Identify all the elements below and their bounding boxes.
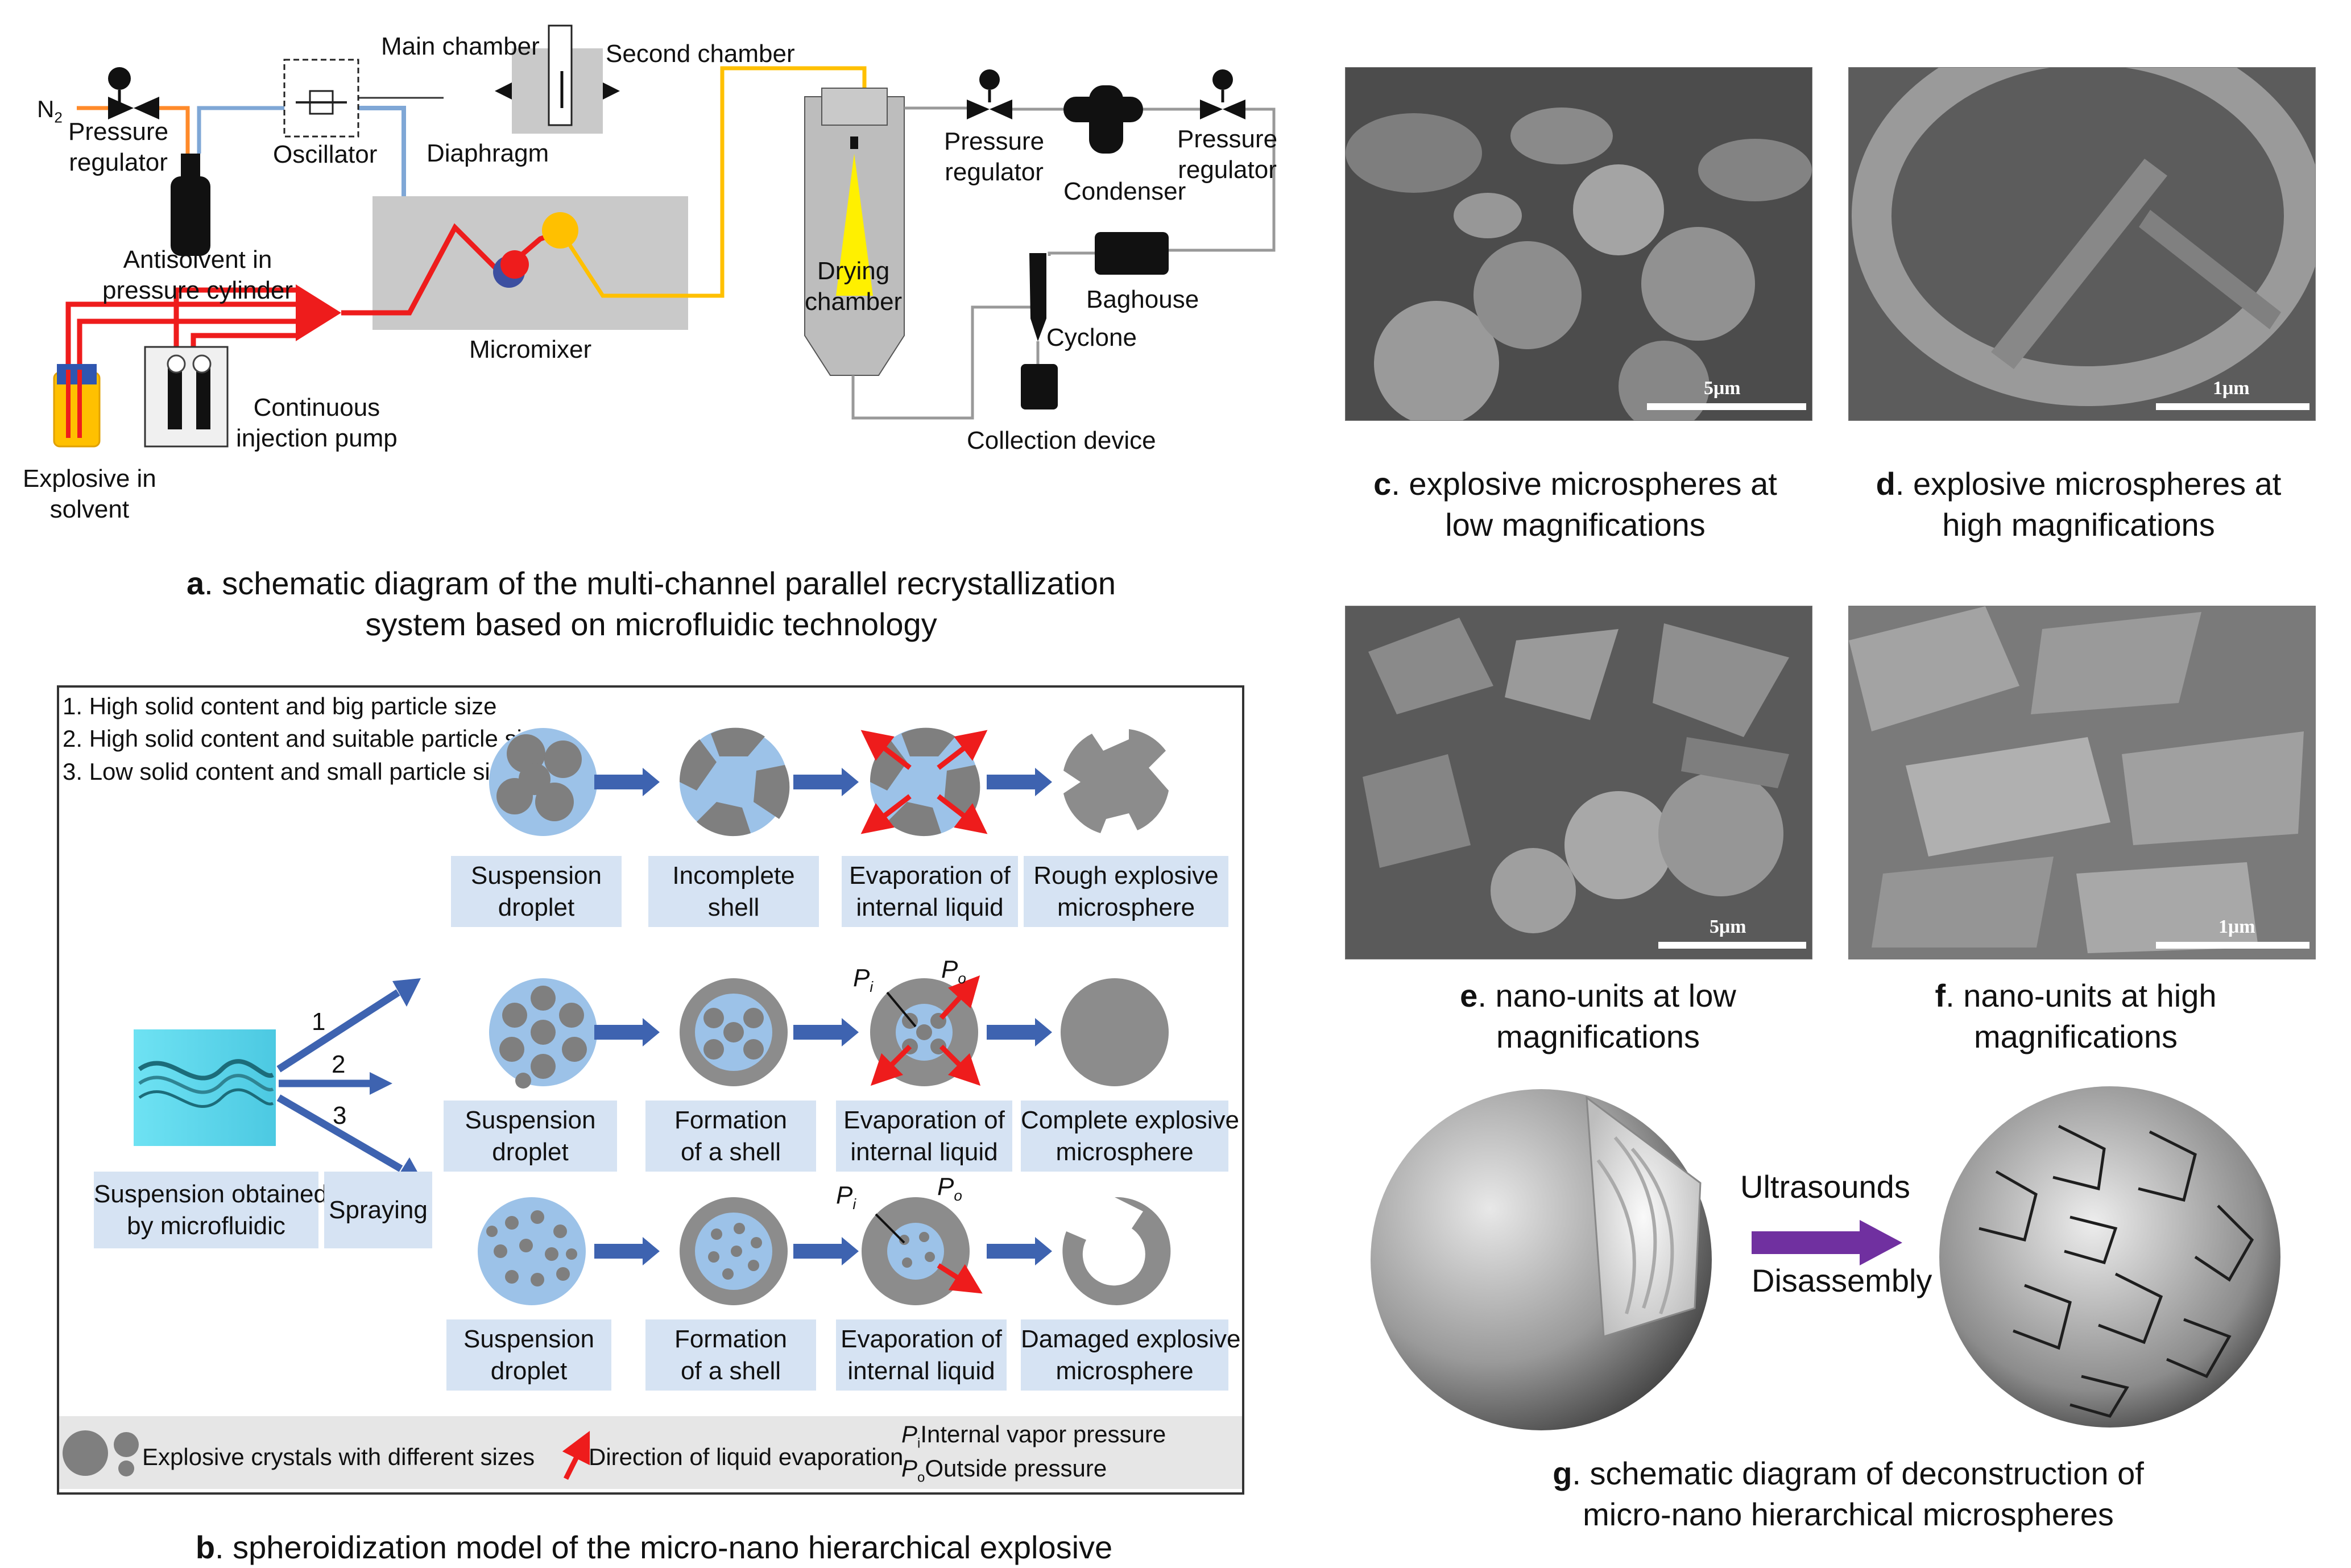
- panel-e-caption: e. nano-units at low magnifications: [1460, 978, 1736, 1054]
- sem-image-e: 5μm: [1345, 606, 1812, 959]
- panel-g-caption: g. schematic diagram of deconstruction o…: [1553, 1455, 2144, 1532]
- note-2: 2. High solid content and suitable parti…: [63, 725, 548, 752]
- row1-step3: Evaporation of internal liquid: [842, 856, 1018, 927]
- row1-step1: Suspension droplet: [451, 856, 622, 927]
- row2-step1: Suspension droplet: [444, 1101, 617, 1172]
- sem-texture-e: [1346, 606, 1812, 959]
- baghouse-label: Baghouse: [1086, 286, 1199, 313]
- ultrasounds-label: Ultrasounds: [1740, 1169, 1910, 1205]
- sem-texture-d: [1849, 68, 2315, 420]
- explosive-solvent-label: Explosive in solvent: [23, 465, 156, 523]
- sphere-cutaway: [1371, 1089, 1712, 1430]
- scale-bar-f: [2156, 942, 2309, 949]
- pi-label-row2: Pi: [853, 964, 874, 995]
- panel-b-caption: b. spheroidization model of the micro-na…: [195, 1529, 1113, 1565]
- cyclone-label: Cyclone: [1046, 324, 1137, 351]
- row3-step4: Damaged explosive microsphere: [1021, 1319, 1240, 1391]
- source-box: Suspension obtained by microfluidic: [94, 1172, 328, 1248]
- pi-label-row3: Pi: [836, 1181, 856, 1213]
- legend-outside: PoOutside pressure: [901, 1455, 1107, 1486]
- sem-image-c: 5μm: [1345, 67, 1812, 421]
- row2-step4: Complete explosive microsphere: [1021, 1101, 1239, 1172]
- row1-step4: Rough explosive microsphere: [1024, 856, 1228, 927]
- panel-f-caption: f. nano-units at high magnifications: [1935, 978, 2217, 1054]
- disassembly-label: Disassembly: [1752, 1263, 1932, 1298]
- panel-a-schematic: [53, 24, 1276, 448]
- row3-step1: Suspension droplet: [446, 1319, 611, 1391]
- micromixer-label: Micromixer: [469, 336, 592, 363]
- legend-direction: Direction of liquid evaporation: [589, 1443, 904, 1470]
- note-3: 3. Low solid content and small particle …: [63, 758, 516, 785]
- row1-step2: Incomplete shell: [648, 856, 819, 927]
- drying-chamber-label: Drying chamber: [805, 257, 903, 316]
- spraying-box: Spraying: [324, 1172, 432, 1248]
- sem-texture-c: [1346, 68, 1812, 420]
- row2-step3: Evaporation of internal liquid: [836, 1101, 1012, 1172]
- condenser-label: Condenser: [1063, 177, 1186, 205]
- panel-c-caption: c. explosive microspheres at low magnifi…: [1373, 466, 1777, 543]
- second-chamber-label: Second chamber: [606, 40, 795, 68]
- ultrasound-arrow: [1752, 1220, 1902, 1265]
- sem-image-f: 1μm: [1848, 606, 2316, 959]
- diaphragm-label: Diaphragm: [427, 139, 549, 167]
- scale-label-e: 5μm: [1710, 916, 1746, 937]
- row3-step3: Evaporation of internal liquid: [836, 1319, 1007, 1391]
- branch-1: 1: [312, 1008, 326, 1036]
- po-label-row3: Po: [937, 1173, 962, 1204]
- scale-bar-e: [1658, 942, 1806, 949]
- note-1: 1. High solid content and big particle s…: [63, 693, 497, 719]
- main-chamber-label: Main chamber: [381, 32, 540, 60]
- pressure-regulator-1-label: Pressure regulator: [68, 118, 169, 176]
- row2-step2: Formation of a shell: [645, 1101, 816, 1172]
- po-label-row2: Po: [941, 955, 966, 987]
- panel-d-caption: d. explosive microspheres at high magnif…: [1876, 466, 2282, 543]
- sem-texture-f: [1849, 606, 2315, 959]
- sphere-fragmented: [1939, 1086, 2280, 1428]
- row3-step2: Formation of a shell: [645, 1319, 816, 1391]
- sem-image-d: 1μm: [1848, 67, 2316, 421]
- branch-3: 3: [333, 1102, 347, 1130]
- panel-a-caption: a. schematic diagram of the multi-channe…: [186, 565, 1116, 642]
- continuous-pump-label: Continuous injection pump: [236, 394, 398, 452]
- legend-internal: PiInternal vapor pressure: [901, 1421, 1166, 1451]
- pressure-regulator-3-label: Pressure regulator: [1177, 125, 1278, 184]
- n2-label: N2: [37, 96, 63, 126]
- scale-bar-c: [1647, 403, 1806, 410]
- branch-2: 2: [332, 1050, 346, 1078]
- scale-label-d: 1μm: [2213, 378, 2250, 399]
- scale-bar-d: [2156, 403, 2309, 410]
- panel-b-graphics: [63, 727, 1171, 1480]
- pressure-regulator-2-label: Pressure regulator: [944, 127, 1045, 186]
- scale-label-c: 5μm: [1704, 378, 1741, 399]
- scale-label-f: 1μm: [2218, 916, 2255, 937]
- antisolvent-label: Antisolvent in pressure cylinder: [102, 246, 293, 304]
- oscillator-label: Oscillator: [273, 140, 378, 168]
- legend-crystals: Explosive crystals with different sizes: [142, 1443, 535, 1470]
- panel-b-legend-bg: [59, 1416, 1242, 1489]
- collection-device-label: Collection device: [967, 427, 1156, 454]
